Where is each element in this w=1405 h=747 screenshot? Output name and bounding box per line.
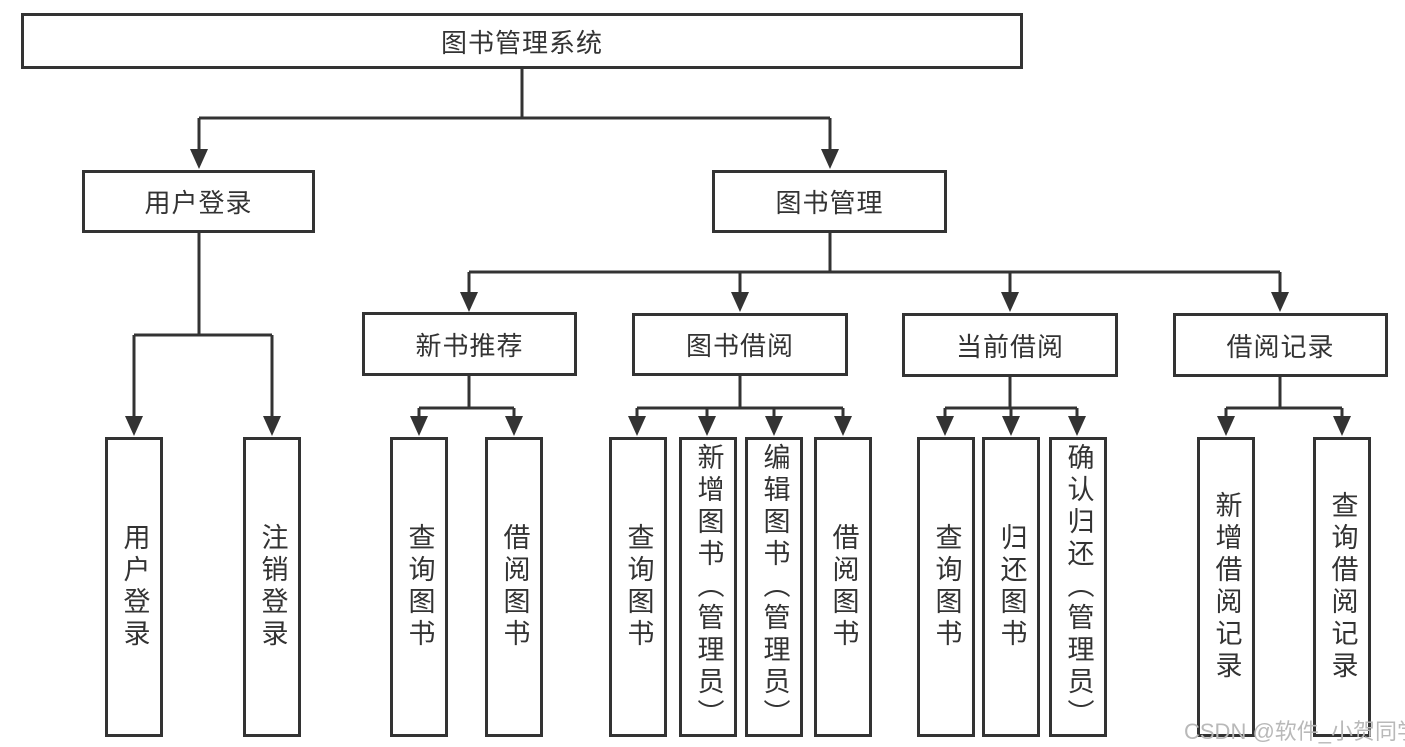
node-borrow-records: 借阅记录 — [1173, 313, 1388, 377]
leaf-edit-book-admin: 编辑图书（管理员） — [745, 437, 803, 737]
node-root-label: 图书管理系统 — [440, 27, 603, 58]
leaf-borrow-books-recommend: 借阅图书 — [485, 437, 543, 737]
leaf-return-book-label: 归还图书 — [996, 523, 1027, 651]
node-root: 图书管理系统 — [21, 13, 1023, 69]
node-book-borrow-label: 图书借阅 — [685, 331, 794, 361]
node-current-borrow-label: 当前借阅 — [955, 331, 1064, 362]
node-user-login-label: 用户登录 — [144, 188, 253, 218]
leaf-user-login: 用户登录 — [105, 437, 163, 737]
node-book-management: 图书管理 — [712, 170, 947, 233]
leaf-logout: 注销登录 — [243, 437, 301, 737]
leaf-query-books-current-label: 查询图书 — [931, 523, 962, 651]
node-new-book-recommend-label: 新书推荐 — [415, 330, 524, 361]
leaf-confirm-return-admin-label: 确认归还（管理员） — [1063, 443, 1094, 731]
node-borrow-records-label: 借阅记录 — [1226, 331, 1335, 362]
leaf-query-books-borrow-label: 查询图书 — [623, 523, 654, 651]
leaf-query-books-recommend: 查询图书 — [390, 437, 448, 737]
leaf-query-borrow-record: 查询借阅记录 — [1313, 437, 1371, 737]
leaf-query-books-current: 查询图书 — [917, 437, 975, 737]
leaf-add-borrow-record: 新增借阅记录 — [1197, 437, 1255, 737]
csdn-watermark: CSDN @软件_小贺同学 — [1184, 719, 1405, 744]
leaf-borrow-books: 借阅图书 — [814, 437, 872, 737]
node-current-borrow: 当前借阅 — [902, 313, 1118, 377]
leaf-logout-label: 注销登录 — [257, 523, 288, 651]
leaf-add-borrow-record-label: 新增借阅记录 — [1211, 491, 1242, 683]
leaf-borrow-books-recommend-label: 借阅图书 — [499, 523, 530, 651]
leaf-query-borrow-record-label: 查询借阅记录 — [1327, 491, 1358, 683]
leaf-borrow-books-label: 借阅图书 — [828, 523, 859, 651]
node-book-management-label: 图书管理 — [775, 188, 884, 218]
node-new-book-recommend: 新书推荐 — [362, 312, 577, 376]
node-user-login: 用户登录 — [82, 170, 315, 233]
leaf-edit-book-admin-label: 编辑图书（管理员） — [759, 443, 790, 731]
leaf-confirm-return-admin: 确认归还（管理员） — [1049, 437, 1107, 737]
leaf-return-book: 归还图书 — [982, 437, 1040, 737]
leaf-add-book-admin: 新增图书（管理员） — [679, 437, 737, 737]
node-book-borrow: 图书借阅 — [632, 313, 848, 376]
leaf-user-login-label: 用户登录 — [119, 523, 150, 651]
arrowheads — [125, 149, 1351, 436]
leaf-add-book-admin-label: 新增图书（管理员） — [693, 443, 724, 731]
leaf-query-books-recommend-label: 查询图书 — [404, 523, 435, 651]
leaf-query-books-borrow: 查询图书 — [609, 437, 667, 737]
